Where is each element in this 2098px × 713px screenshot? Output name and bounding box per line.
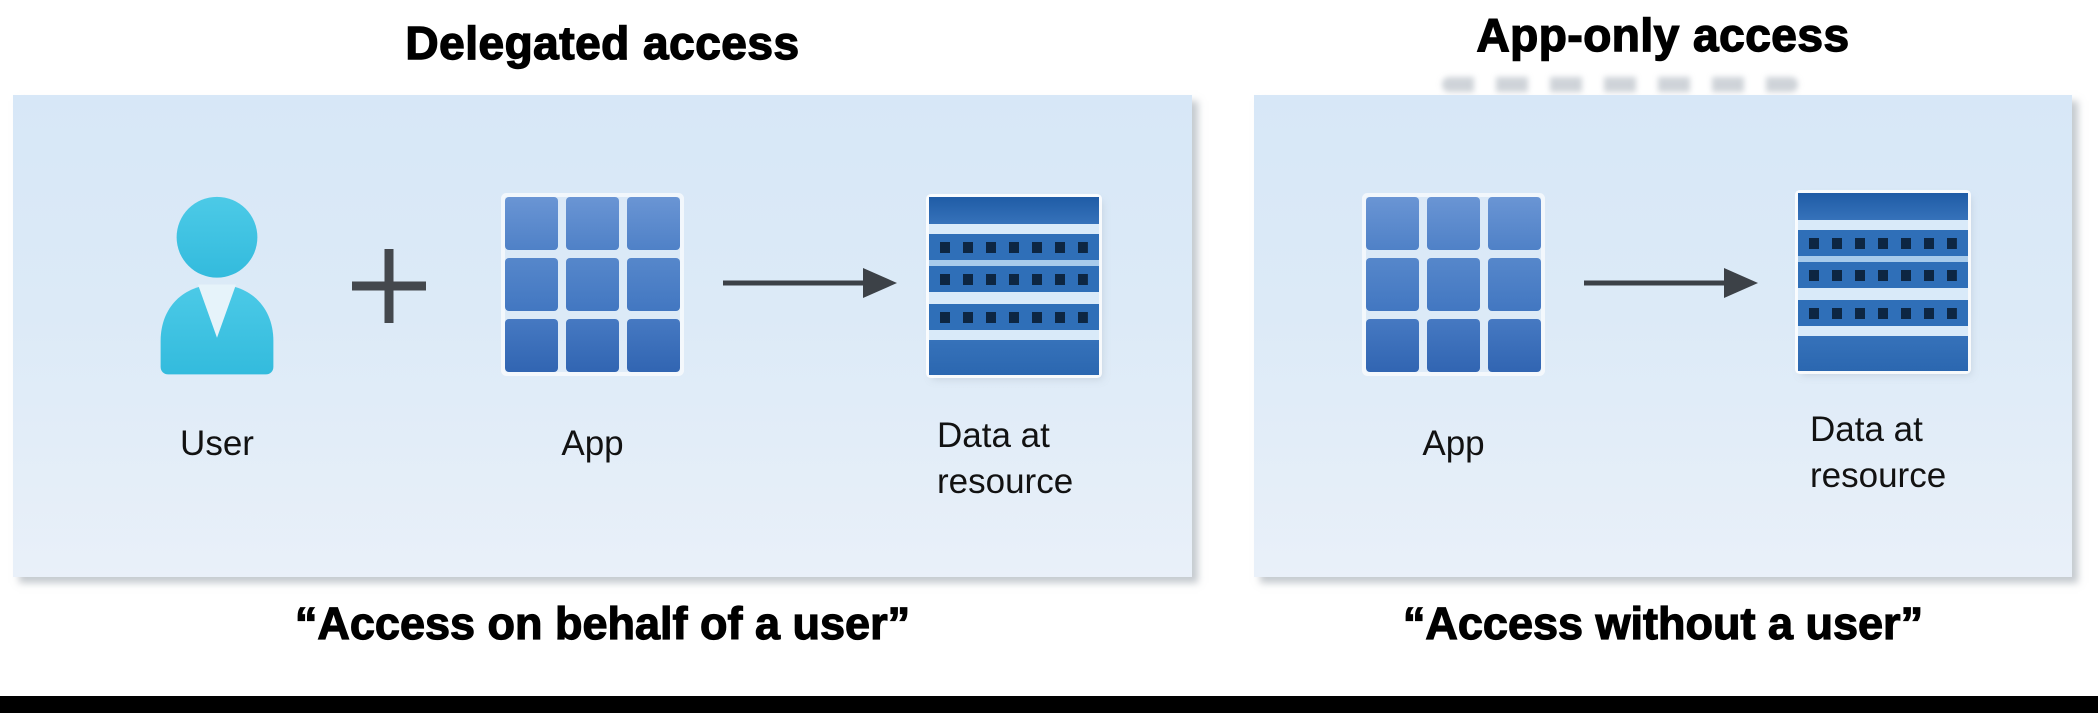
app-only-access-title: App-only access xyxy=(1476,8,1850,61)
data-label-line2: resource xyxy=(937,461,1074,501)
delegated-access-panel: User App Data at resource xyxy=(13,95,1192,577)
arrow-icon xyxy=(1582,265,1760,301)
app-icon xyxy=(1366,197,1541,372)
app-only-access-panel: App Data at resource xyxy=(1254,95,2072,577)
app-label: App xyxy=(561,424,624,463)
arrow-icon xyxy=(721,265,899,301)
erased-text-artifact xyxy=(1442,77,1798,92)
data-label-line1: Data at xyxy=(937,416,1050,455)
data-at-resource-icon xyxy=(929,197,1099,375)
data-at-resource-label: Data at resource xyxy=(1810,407,2050,498)
bottom-bar xyxy=(0,696,2098,713)
delegated-access-caption: “Access on behalf of a user” xyxy=(294,597,911,649)
app-only-access-caption: “Access without a user” xyxy=(1402,597,1924,649)
data-label-line1: Data at xyxy=(1810,410,1923,449)
data-label-line2: resource xyxy=(1810,455,1947,495)
data-at-resource-label: Data at resource xyxy=(937,413,1177,504)
app-label: App xyxy=(1422,424,1485,463)
user-label: User xyxy=(180,424,254,463)
user-icon xyxy=(153,193,281,379)
plus-icon xyxy=(343,240,435,332)
app-icon xyxy=(505,197,680,372)
data-at-resource-icon xyxy=(1798,193,1968,371)
delegated-access-title: Delegated access xyxy=(405,16,800,69)
